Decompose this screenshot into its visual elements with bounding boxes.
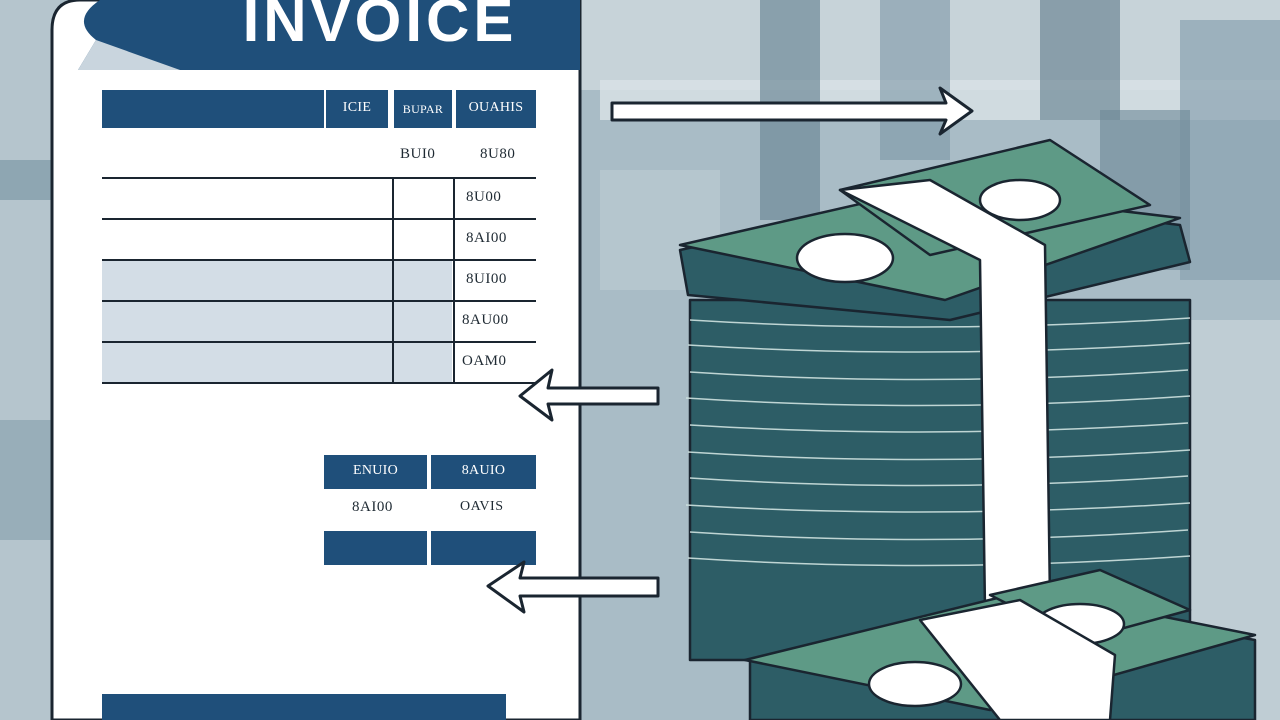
header-row-value: BUI0 [400, 146, 436, 162]
invoice-footer-bar [102, 694, 506, 720]
arrow-left-icon [518, 368, 660, 422]
invoice-summary [324, 455, 536, 565]
line-amount: OAM0 [462, 353, 507, 369]
line-amount: 8UI00 [466, 271, 507, 287]
table-header-col-3: OUAHIS [468, 100, 524, 115]
arrow-right-icon [610, 86, 974, 136]
invoice-title: INVOICE [242, 0, 518, 54]
invoice-header-band [78, 0, 580, 70]
summary-value-2: OAVIS [460, 499, 504, 514]
summary-header-1: ENUIO [352, 463, 399, 478]
money-stack-icon [678, 138, 1257, 720]
header-row-value: 8U80 [480, 146, 516, 162]
line-amount: 8AU00 [462, 312, 509, 328]
summary-header-2: 8AUIO [461, 463, 506, 478]
invoice-table [102, 90, 536, 384]
line-amount: 8U00 [466, 189, 502, 205]
summary-value-1: 8AI00 [352, 499, 393, 515]
table-header-col-2: BUPAR [402, 102, 444, 116]
arrow-left-icon [486, 560, 660, 614]
line-amount: 8AI00 [466, 230, 507, 246]
table-header-col-1: ICIE [342, 100, 372, 115]
